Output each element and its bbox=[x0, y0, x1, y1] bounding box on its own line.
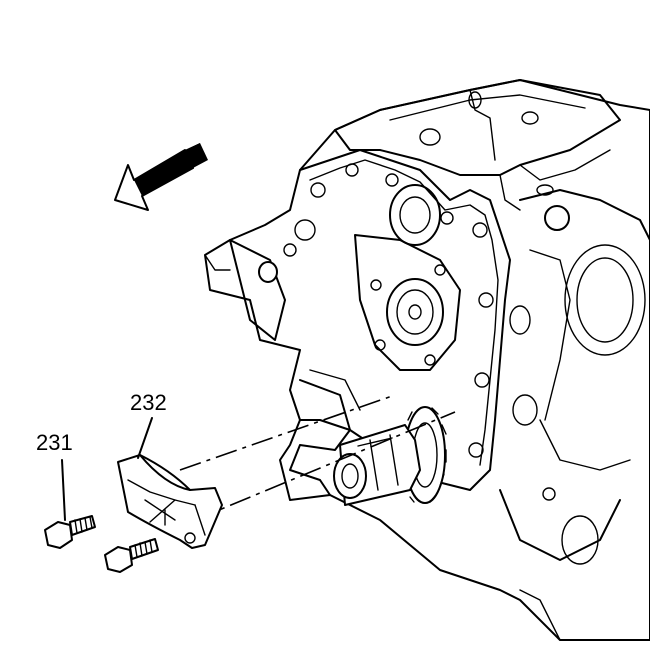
callout-232: 232 bbox=[130, 390, 167, 415]
bolt-lower bbox=[104, 538, 159, 573]
tensioner-bracket bbox=[117, 454, 223, 549]
direction-arrow-icon bbox=[114, 143, 208, 211]
crankshaft-sleeve bbox=[333, 424, 421, 506]
leader-232 bbox=[137, 417, 153, 459]
callout-231: 231 bbox=[36, 430, 73, 455]
engine-block bbox=[204, 79, 650, 641]
bolt-upper bbox=[44, 515, 96, 549]
alignment-lines bbox=[179, 394, 456, 521]
leader-231 bbox=[61, 459, 66, 521]
